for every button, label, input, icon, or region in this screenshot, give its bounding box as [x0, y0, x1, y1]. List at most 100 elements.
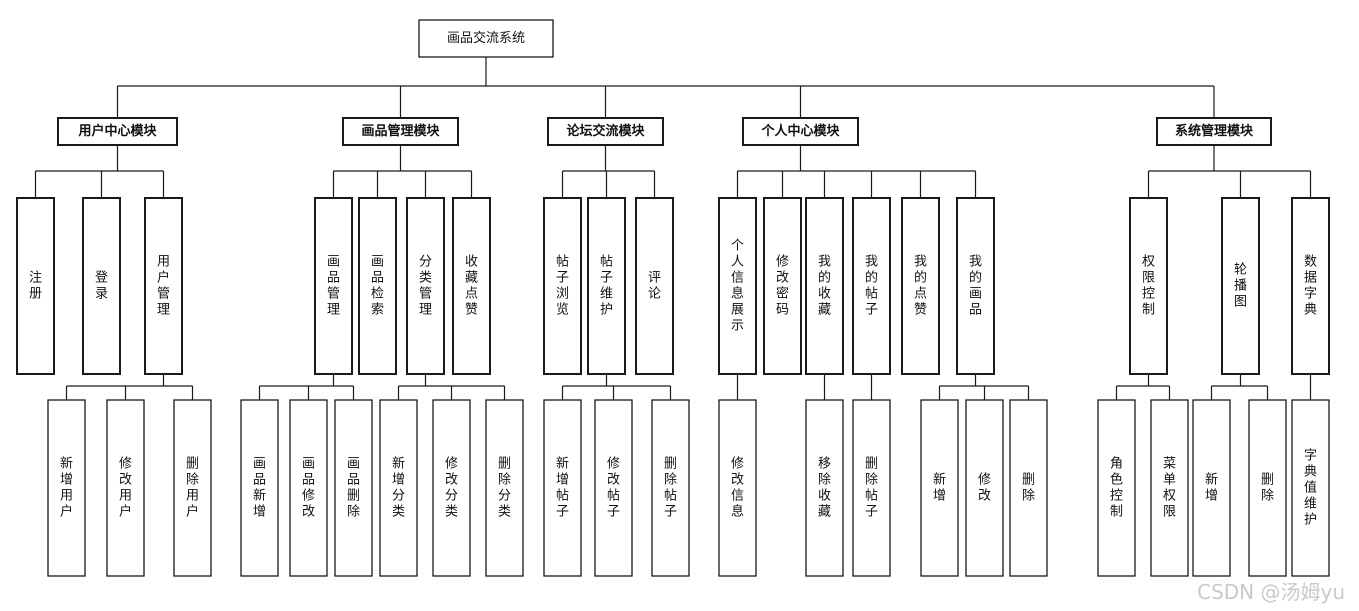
subfunction-node	[651, 399, 690, 577]
svg-text:删: 删	[1261, 473, 1274, 488]
svg-text:画: 画	[969, 287, 982, 302]
svg-text:增: 增	[392, 473, 405, 488]
svg-text:轮: 轮	[1234, 263, 1247, 278]
svg-text:子: 子	[865, 505, 878, 520]
svg-text:子: 子	[607, 505, 620, 520]
svg-text:密: 密	[776, 286, 789, 302]
svg-text:子: 子	[664, 505, 677, 520]
svg-text:增: 增	[253, 505, 266, 520]
function-node	[901, 197, 940, 375]
svg-text:护: 护	[1304, 513, 1317, 528]
svg-text:帖: 帖	[600, 255, 613, 270]
svg-text:护: 护	[600, 303, 613, 318]
svg-text:除: 除	[865, 473, 878, 488]
svg-text:播: 播	[1234, 279, 1247, 294]
svg-text:增: 增	[933, 489, 946, 504]
subfunction-node	[1097, 399, 1136, 577]
svg-text:理: 理	[327, 303, 340, 318]
svg-text:理: 理	[157, 303, 170, 318]
function-node	[956, 197, 995, 375]
subfunction-node	[1150, 399, 1189, 577]
svg-text:修: 修	[978, 473, 991, 488]
svg-text:控: 控	[1142, 287, 1155, 302]
svg-text:改: 改	[978, 489, 991, 504]
svg-text:类: 类	[445, 505, 458, 520]
svg-text:据: 据	[1304, 271, 1317, 286]
svg-text:的: 的	[914, 270, 927, 286]
svg-text:典: 典	[1304, 465, 1317, 480]
function-node-label: 评论	[648, 271, 661, 302]
svg-text:个: 个	[731, 239, 744, 254]
subfunction-node	[1009, 399, 1048, 577]
svg-text:息: 息	[731, 504, 744, 520]
subfunction-node	[920, 399, 959, 577]
svg-text:除: 除	[1022, 489, 1035, 504]
svg-text:修: 修	[776, 255, 789, 270]
svg-text:人: 人	[731, 255, 744, 270]
subfunction-node	[718, 399, 757, 577]
svg-text:品: 品	[371, 271, 384, 286]
svg-text:值: 值	[1304, 480, 1317, 496]
svg-text:品: 品	[969, 303, 982, 318]
module-node-label: 论坛交流模块	[566, 123, 645, 139]
function-node	[82, 197, 121, 375]
svg-text:画: 画	[371, 255, 384, 270]
subfunction-node-label: 删除	[1261, 473, 1274, 504]
svg-text:新: 新	[392, 456, 405, 472]
svg-text:信: 信	[731, 489, 744, 504]
svg-text:点: 点	[465, 287, 478, 302]
svg-text:赞: 赞	[914, 303, 927, 318]
svg-text:户: 户	[119, 504, 132, 520]
svg-text:画: 画	[327, 255, 340, 270]
svg-text:我: 我	[914, 255, 927, 270]
svg-text:品: 品	[327, 271, 340, 286]
subfunction-node	[173, 399, 212, 577]
svg-text:控: 控	[1110, 489, 1123, 504]
subfunction-node-label: 新增	[1205, 472, 1218, 504]
module-node	[742, 117, 859, 146]
svg-text:图: 图	[1234, 295, 1247, 310]
module-node-label: 个人中心模块	[760, 123, 840, 139]
svg-text:分: 分	[419, 255, 432, 270]
svg-text:收: 收	[818, 489, 831, 504]
svg-text:新: 新	[60, 456, 73, 472]
svg-text:类: 类	[392, 505, 405, 520]
svg-text:限: 限	[1142, 271, 1155, 286]
function-node	[314, 197, 353, 375]
svg-text:用: 用	[186, 489, 199, 504]
svg-text:帖: 帖	[556, 489, 569, 504]
svg-text:改: 改	[302, 505, 315, 520]
svg-text:除: 除	[818, 473, 831, 488]
function-node-label: 轮播图	[1234, 263, 1247, 310]
svg-text:除: 除	[498, 473, 511, 488]
svg-text:分: 分	[392, 489, 405, 504]
subfunction-node	[240, 399, 279, 577]
subfunction-node	[379, 399, 418, 577]
svg-text:用: 用	[119, 489, 132, 504]
svg-text:户: 户	[60, 504, 73, 520]
svg-text:的: 的	[969, 270, 982, 286]
svg-text:收: 收	[465, 255, 478, 270]
svg-text:浏: 浏	[556, 286, 569, 302]
svg-text:修: 修	[607, 457, 620, 472]
svg-text:增: 增	[556, 473, 569, 488]
svg-text:删: 删	[186, 457, 199, 472]
svg-text:管: 管	[419, 287, 432, 302]
module-node	[1156, 117, 1272, 146]
svg-text:修: 修	[302, 489, 315, 504]
function-node	[587, 197, 626, 375]
function-node	[1221, 197, 1260, 375]
svg-text:制: 制	[1110, 505, 1123, 520]
function-node	[805, 197, 844, 375]
svg-text:评: 评	[648, 271, 661, 286]
svg-text:菜: 菜	[1163, 457, 1176, 472]
function-node	[406, 197, 445, 375]
